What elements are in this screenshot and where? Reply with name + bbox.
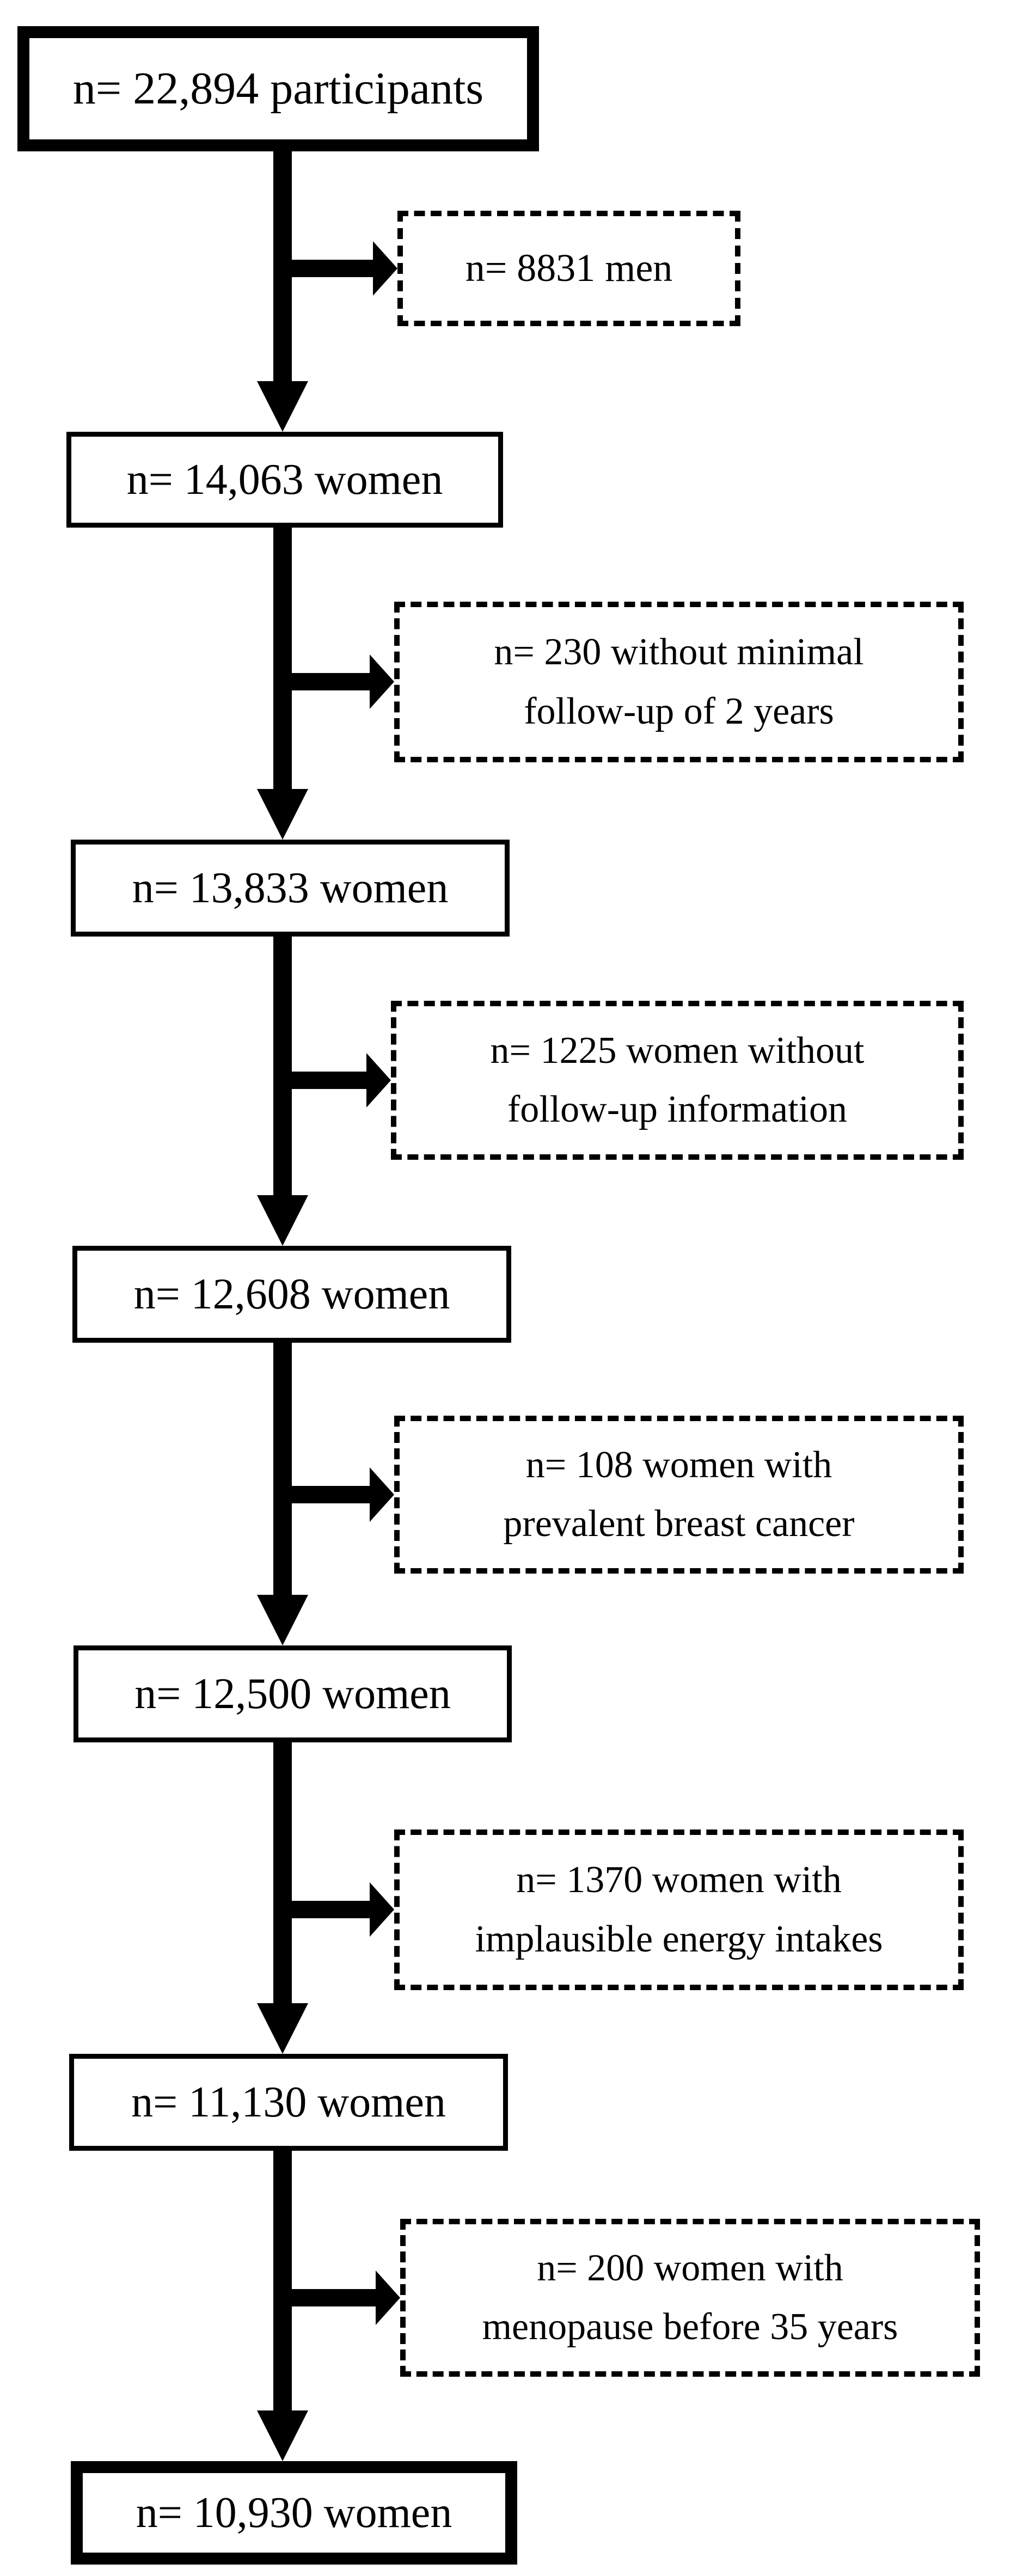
branch-arrow-6-head (376, 2271, 400, 2325)
cohort-box-women-12608: n= 12,608 women (72, 1246, 511, 1343)
branch-arrow-6-stem (292, 2289, 376, 2306)
cohort-box-women-11130-label: n= 11,130 women (131, 2078, 446, 2126)
down-arrow-3-stem (273, 937, 292, 1195)
down-arrow-1-stem (273, 151, 292, 381)
down-arrow-4-head (257, 1595, 308, 1645)
exclusion-box-men: n= 8831 men (397, 211, 740, 326)
down-arrow-4-stem (273, 1343, 292, 1595)
exclusion-box-no-followup-info: n= 1225 women without follow-up informat… (391, 1001, 964, 1160)
branch-arrow-3-stem (292, 1072, 366, 1089)
exclusion-box-prevalent-breast-cancer-label: n= 108 women with prevalent breast cance… (503, 1443, 855, 1545)
exclusion-box-no-followup-info-label: n= 1225 women without follow-up informat… (490, 1029, 865, 1131)
branch-arrow-2-stem (292, 673, 370, 690)
down-arrow-5-stem (273, 1742, 292, 2003)
down-arrow-6-stem (273, 2151, 292, 2410)
exclusion-box-men-label: n= 8831 men (465, 246, 673, 290)
cohort-box-women-10930-label: n= 10,930 women (136, 2489, 452, 2537)
down-arrow-6-head (257, 2410, 308, 2461)
down-arrow-2-stem (273, 528, 292, 789)
down-arrow-2-head (257, 789, 308, 840)
branch-arrow-1-stem (292, 260, 373, 277)
cohort-box-women-10930: n= 10,930 women (71, 2461, 517, 2565)
cohort-box-women-12500: n= 12,500 women (74, 1645, 512, 1742)
branch-arrow-3-head (366, 1053, 391, 1108)
branch-arrow-4-stem (292, 1486, 370, 1503)
exclusion-box-early-menopause: n= 200 women with menopause before 35 ye… (400, 2219, 980, 2377)
branch-arrow-1-head (373, 241, 397, 296)
exclusion-box-prevalent-breast-cancer: n= 108 women with prevalent breast cance… (394, 1416, 964, 1574)
exclusion-box-implausible-energy: n= 1370 women with implausible energy in… (394, 1829, 964, 1990)
cohort-box-women-11130: n= 11,130 women (69, 2054, 508, 2151)
branch-arrow-5-stem (292, 1901, 370, 1918)
exclusion-box-early-menopause-label: n= 200 women with menopause before 35 ye… (482, 2247, 898, 2348)
cohort-box-participants: n= 22,894 participants (17, 26, 539, 151)
down-arrow-3-head (257, 1195, 308, 1246)
cohort-box-women-13833-label: n= 13,833 women (132, 864, 449, 912)
cohort-box-participants-label: n= 22,894 participants (72, 63, 484, 114)
exclusion-box-no-min-followup-label: n= 230 without minimal follow-up of 2 ye… (494, 631, 864, 732)
exclusion-box-no-min-followup: n= 230 without minimal follow-up of 2 ye… (394, 602, 964, 762)
cohort-box-women-14063-label: n= 14,063 women (126, 456, 443, 504)
down-arrow-5-head (257, 2003, 308, 2054)
cohort-box-women-13833: n= 13,833 women (71, 840, 510, 937)
cohort-box-women-12608-label: n= 12,608 women (133, 1270, 450, 1318)
cohort-box-women-14063: n= 14,063 women (66, 432, 503, 528)
cohort-box-women-12500-label: n= 12,500 women (134, 1670, 451, 1718)
exclusion-box-implausible-energy-label: n= 1370 women with implausible energy in… (475, 1859, 883, 1960)
branch-arrow-4-head (370, 1467, 394, 1522)
down-arrow-1-head (257, 381, 308, 432)
branch-arrow-2-head (370, 654, 394, 709)
branch-arrow-5-head (370, 1882, 394, 1937)
